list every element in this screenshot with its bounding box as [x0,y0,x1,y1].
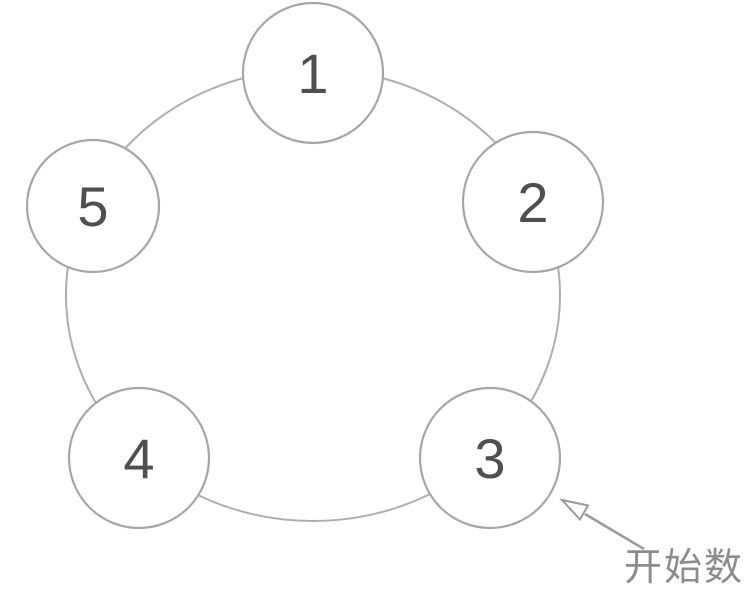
node-circle-5 [25,138,161,274]
node-label-1: 1 [297,42,328,105]
node-circle-1 [241,1,385,145]
node-label-3: 3 [474,427,505,490]
node-label-4: 4 [123,427,154,490]
node-label-5: 5 [77,175,108,238]
arrow-shaft [584,512,645,551]
node-circle-2 [461,130,605,274]
arrow-head-icon [559,498,590,522]
node-circle-3 [418,386,562,530]
node-circle-4 [67,386,211,530]
annotation-start-label: 开始数 [624,547,745,589]
node-4: 4 [67,386,211,530]
node-2: 2 [461,130,605,274]
start-arrow [559,498,645,551]
node-3: 3 [418,386,562,530]
node-label-2: 2 [517,171,548,234]
node-5: 5 [25,138,161,274]
node-1: 1 [241,1,385,145]
